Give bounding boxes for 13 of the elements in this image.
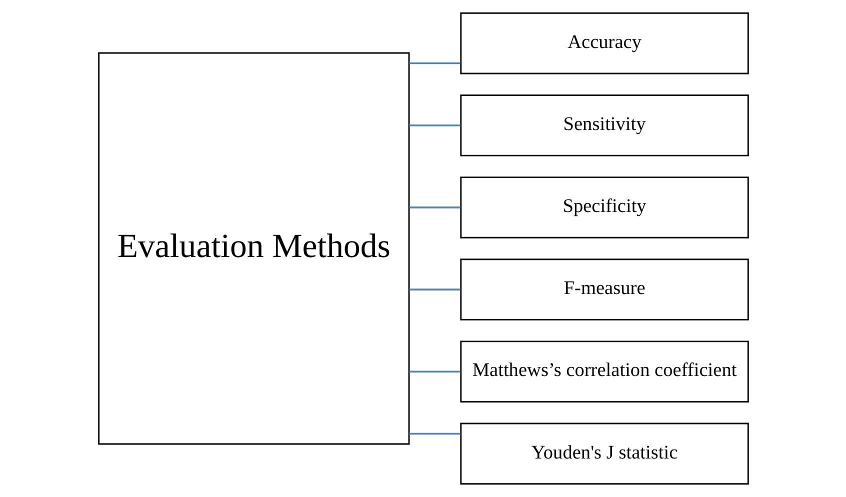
node-box: Accuracy bbox=[460, 12, 748, 74]
connector bbox=[408, 206, 460, 208]
node-box: Youden's J statistic bbox=[460, 422, 748, 485]
connector bbox=[408, 288, 460, 290]
connector bbox=[408, 62, 460, 64]
node-box: Sensitivity bbox=[460, 94, 748, 156]
connector bbox=[408, 432, 460, 435]
node-box: Matthews’s correlation coefficient bbox=[460, 340, 748, 403]
node-box: Evaluation Methods bbox=[98, 52, 410, 445]
connector bbox=[408, 124, 460, 126]
connector bbox=[408, 370, 460, 373]
node-box: Specificity bbox=[460, 176, 748, 238]
node-box: F-measure bbox=[460, 258, 748, 320]
